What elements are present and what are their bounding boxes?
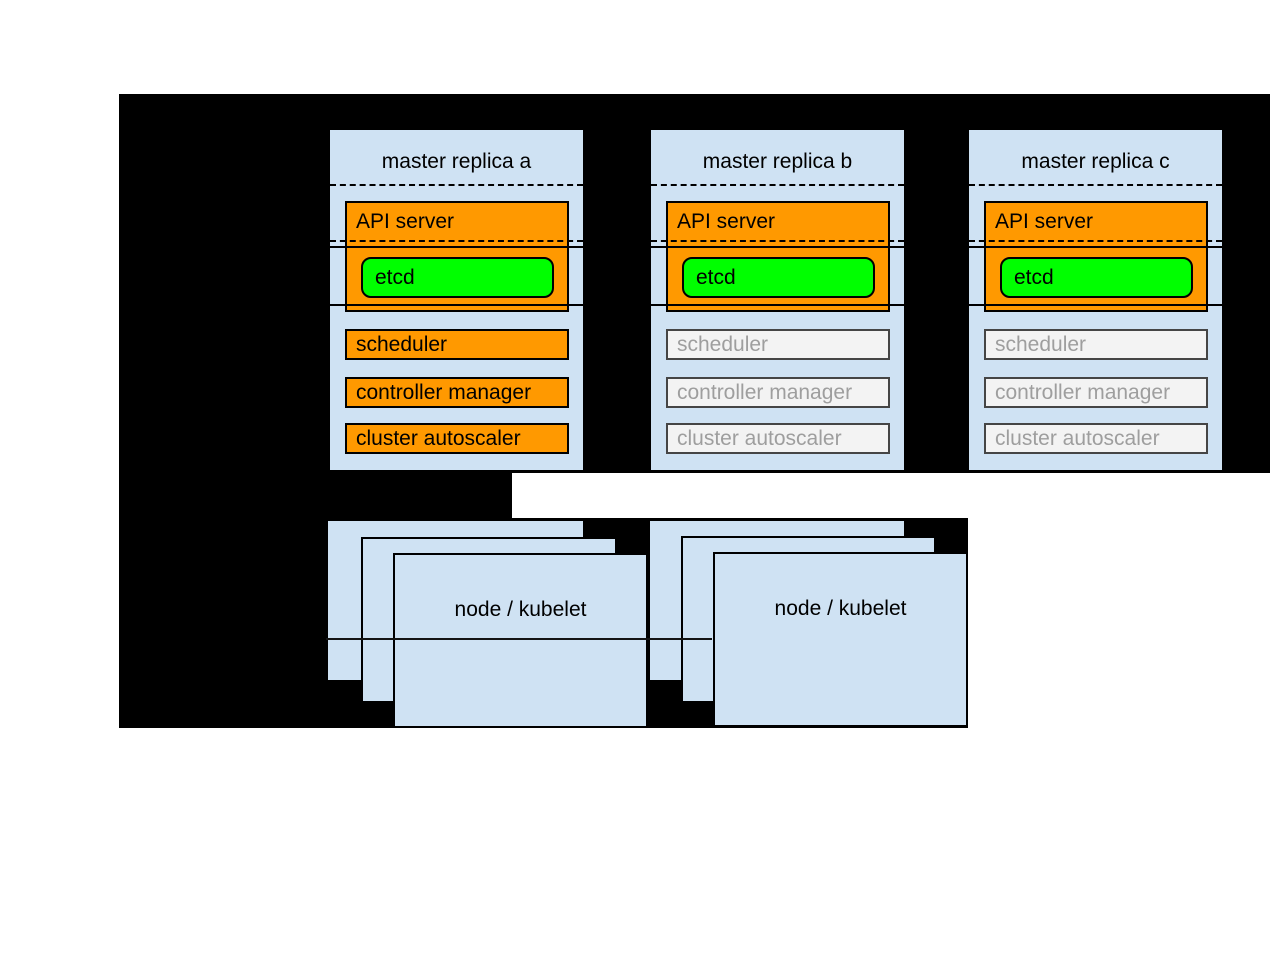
divider-solid-upper	[651, 246, 904, 248]
divider-dashed-api	[651, 240, 904, 242]
backdrop-cutout-band	[512, 473, 1280, 518]
api-server-label: API server	[995, 210, 1094, 233]
controller-manager-box: controller manager	[666, 377, 890, 408]
divider-solid-lower	[969, 304, 1222, 306]
master-replica-a-box: master replica a API server etcd schedul…	[329, 129, 584, 471]
divider-dashed-api	[330, 240, 583, 242]
divider-solid-upper	[330, 246, 583, 248]
cluster-autoscaler-label: cluster autoscaler	[677, 426, 842, 450]
replica-title: master replica b	[702, 150, 853, 173]
divider-dashed-api	[969, 240, 1222, 242]
cluster-autoscaler-box: cluster autoscaler	[666, 423, 890, 454]
etcd-label: etcd	[1014, 265, 1054, 289]
scheduler-label: scheduler	[995, 332, 1087, 356]
api-server-label: API server	[356, 210, 455, 233]
etcd-box: etcd	[1000, 257, 1193, 298]
scheduler-label: scheduler	[356, 332, 448, 356]
controller-manager-label: controller manager	[995, 380, 1171, 404]
etcd-box: etcd	[682, 257, 875, 298]
master-replica-c-box: master replica c API server etcd schedul…	[968, 129, 1223, 471]
scheduler-box: scheduler	[666, 329, 890, 360]
cluster-autoscaler-box: cluster autoscaler	[984, 423, 1208, 454]
divider-solid-upper	[969, 246, 1222, 248]
node-stack-1-front-box: node / kubelet	[393, 553, 648, 728]
etcd-box: etcd	[361, 257, 554, 298]
controller-manager-label: controller manager	[356, 380, 532, 404]
divider-solid-lower	[330, 304, 583, 306]
etcd-label: etcd	[375, 265, 415, 289]
replica-title: master replica a	[381, 150, 532, 173]
controller-manager-label: controller manager	[677, 380, 853, 404]
divider-dashed-title	[969, 184, 1222, 186]
node-kubelet-label: node / kubelet	[774, 597, 907, 620]
etcd-label: etcd	[696, 265, 736, 289]
divider-dashed-title	[330, 184, 583, 186]
node-stack-2-front-box: node / kubelet	[713, 552, 968, 727]
divider-solid-lower	[651, 304, 904, 306]
cluster-autoscaler-box: cluster autoscaler	[345, 423, 569, 454]
node-kubelet-label: node / kubelet	[454, 598, 587, 621]
api-server-label: API server	[677, 210, 776, 233]
cluster-autoscaler-label: cluster autoscaler	[356, 426, 521, 450]
cluster-autoscaler-label: cluster autoscaler	[995, 426, 1160, 450]
controller-manager-box: controller manager	[345, 377, 569, 408]
scheduler-label: scheduler	[677, 332, 769, 356]
scheduler-box: scheduler	[984, 329, 1208, 360]
backdrop-cutout-corner	[968, 518, 1280, 730]
controller-manager-box: controller manager	[984, 377, 1208, 408]
node-divider-line	[326, 638, 712, 640]
scheduler-box: scheduler	[345, 329, 569, 360]
replica-title: master replica c	[1021, 150, 1170, 173]
master-replica-b-box: master replica b API server etcd schedul…	[650, 129, 905, 471]
divider-dashed-title	[651, 184, 904, 186]
